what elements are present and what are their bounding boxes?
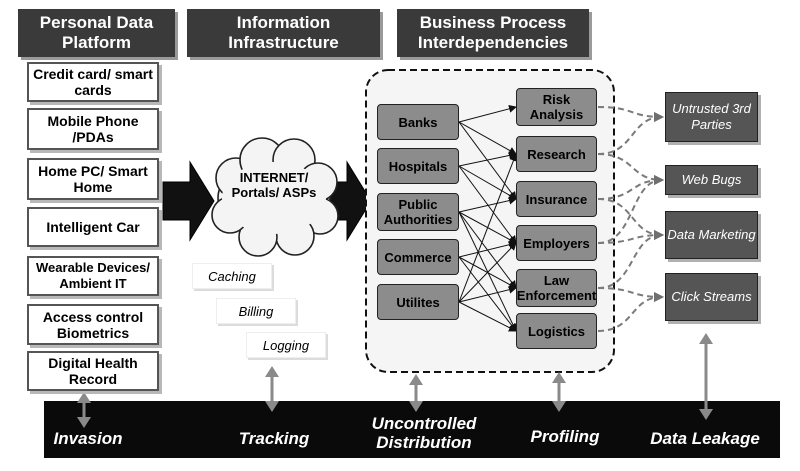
flow-link [458, 285, 517, 303]
header-business-process: Business Process Interdependencies [397, 9, 589, 57]
leak-link [597, 292, 664, 332]
source-commerce: Commerce [377, 239, 459, 275]
process-logistics: Logistics [516, 313, 597, 349]
risk-link-head-down [699, 409, 713, 420]
header-personal-data-platform: Personal Data Platform [18, 9, 175, 57]
risk-link-head-up [77, 392, 91, 403]
service-caching: Caching [192, 263, 272, 289]
flow-link [458, 165, 517, 244]
platform-intelligent-car: Intelligent Car [27, 207, 159, 247]
risk-link-head-up [552, 372, 566, 383]
risk-uncontrolled-distribution: Uncontrolled Distribution [371, 414, 477, 452]
leak-link [597, 112, 664, 155]
flow-link [458, 301, 517, 332]
flow-link [458, 240, 517, 258]
leak-link [597, 198, 664, 240]
risk-link-head-down [409, 401, 423, 412]
flow-link [458, 211, 517, 332]
leak-link [597, 175, 664, 200]
flow-link [458, 104, 517, 123]
leak-link [597, 287, 664, 302]
risk-profiling: Profiling [530, 427, 600, 446]
source-public-authorities: Public Authorities [377, 193, 459, 231]
flow-link [458, 165, 517, 200]
risk-link-head-down [265, 401, 279, 412]
platform-home-pc: Home PC/ Smart Home [27, 158, 159, 200]
service-logging: Logging [246, 332, 326, 358]
source-utilites: Utilites [377, 284, 459, 320]
service-billing: Billing [216, 298, 296, 324]
leak-link [597, 230, 664, 289]
risk-link-head-up [699, 333, 713, 344]
leak-link [597, 153, 664, 185]
leak-link [597, 175, 664, 244]
process-employers: Employers [516, 225, 597, 261]
flow-arrow-left [162, 160, 215, 242]
risk-data-leakage: Data Leakage [650, 429, 760, 448]
process-research: Research [516, 136, 597, 172]
leak-link [597, 106, 664, 122]
risk-invasion: Invasion [53, 429, 123, 448]
risk-bar [44, 401, 780, 458]
source-banks: Banks [377, 104, 459, 140]
risk-link-head-up [409, 374, 423, 385]
destination-web-bugs: Web Bugs [665, 165, 758, 195]
flow-link [458, 121, 517, 155]
risk-link-head-down [77, 417, 91, 428]
header-information-infrastructure: Information Infrastructure [187, 9, 380, 57]
platform-digital-health-record: Digital Health Record [27, 351, 159, 391]
process-law-enforcement: Law Enforcement [516, 269, 597, 307]
process-risk-analysis: Risk Analysis [516, 88, 597, 126]
destination-click-streams: Click Streams [665, 273, 758, 321]
process-insurance: Insurance [516, 181, 597, 217]
platform-credit-card: Credit card/ smart cards [27, 62, 159, 102]
risk-link-head-down [552, 401, 566, 412]
internet-label: INTERNET/ Portals/ ASPs [231, 170, 317, 200]
platform-access-control: Access control Biometrics [27, 304, 159, 345]
leak-link [597, 230, 664, 244]
flow-link [458, 196, 517, 213]
platform-wearable-devices: Wearable Devices/ Ambient IT [27, 256, 159, 296]
risk-tracking: Tracking [238, 429, 310, 448]
destination-data-marketing: Data Marketing [665, 211, 758, 259]
source-hospitals: Hospitals [377, 148, 459, 184]
destination-untrusted-3rd-parties: Untrusted 3rd Parties [665, 92, 758, 142]
flow-link [458, 153, 518, 303]
platform-mobile-phone: Mobile Phone /PDAs [27, 108, 159, 150]
flow-link [458, 256, 517, 332]
flow-link [458, 242, 517, 303]
risk-link-head-up [265, 366, 279, 377]
flow-link [458, 151, 517, 167]
